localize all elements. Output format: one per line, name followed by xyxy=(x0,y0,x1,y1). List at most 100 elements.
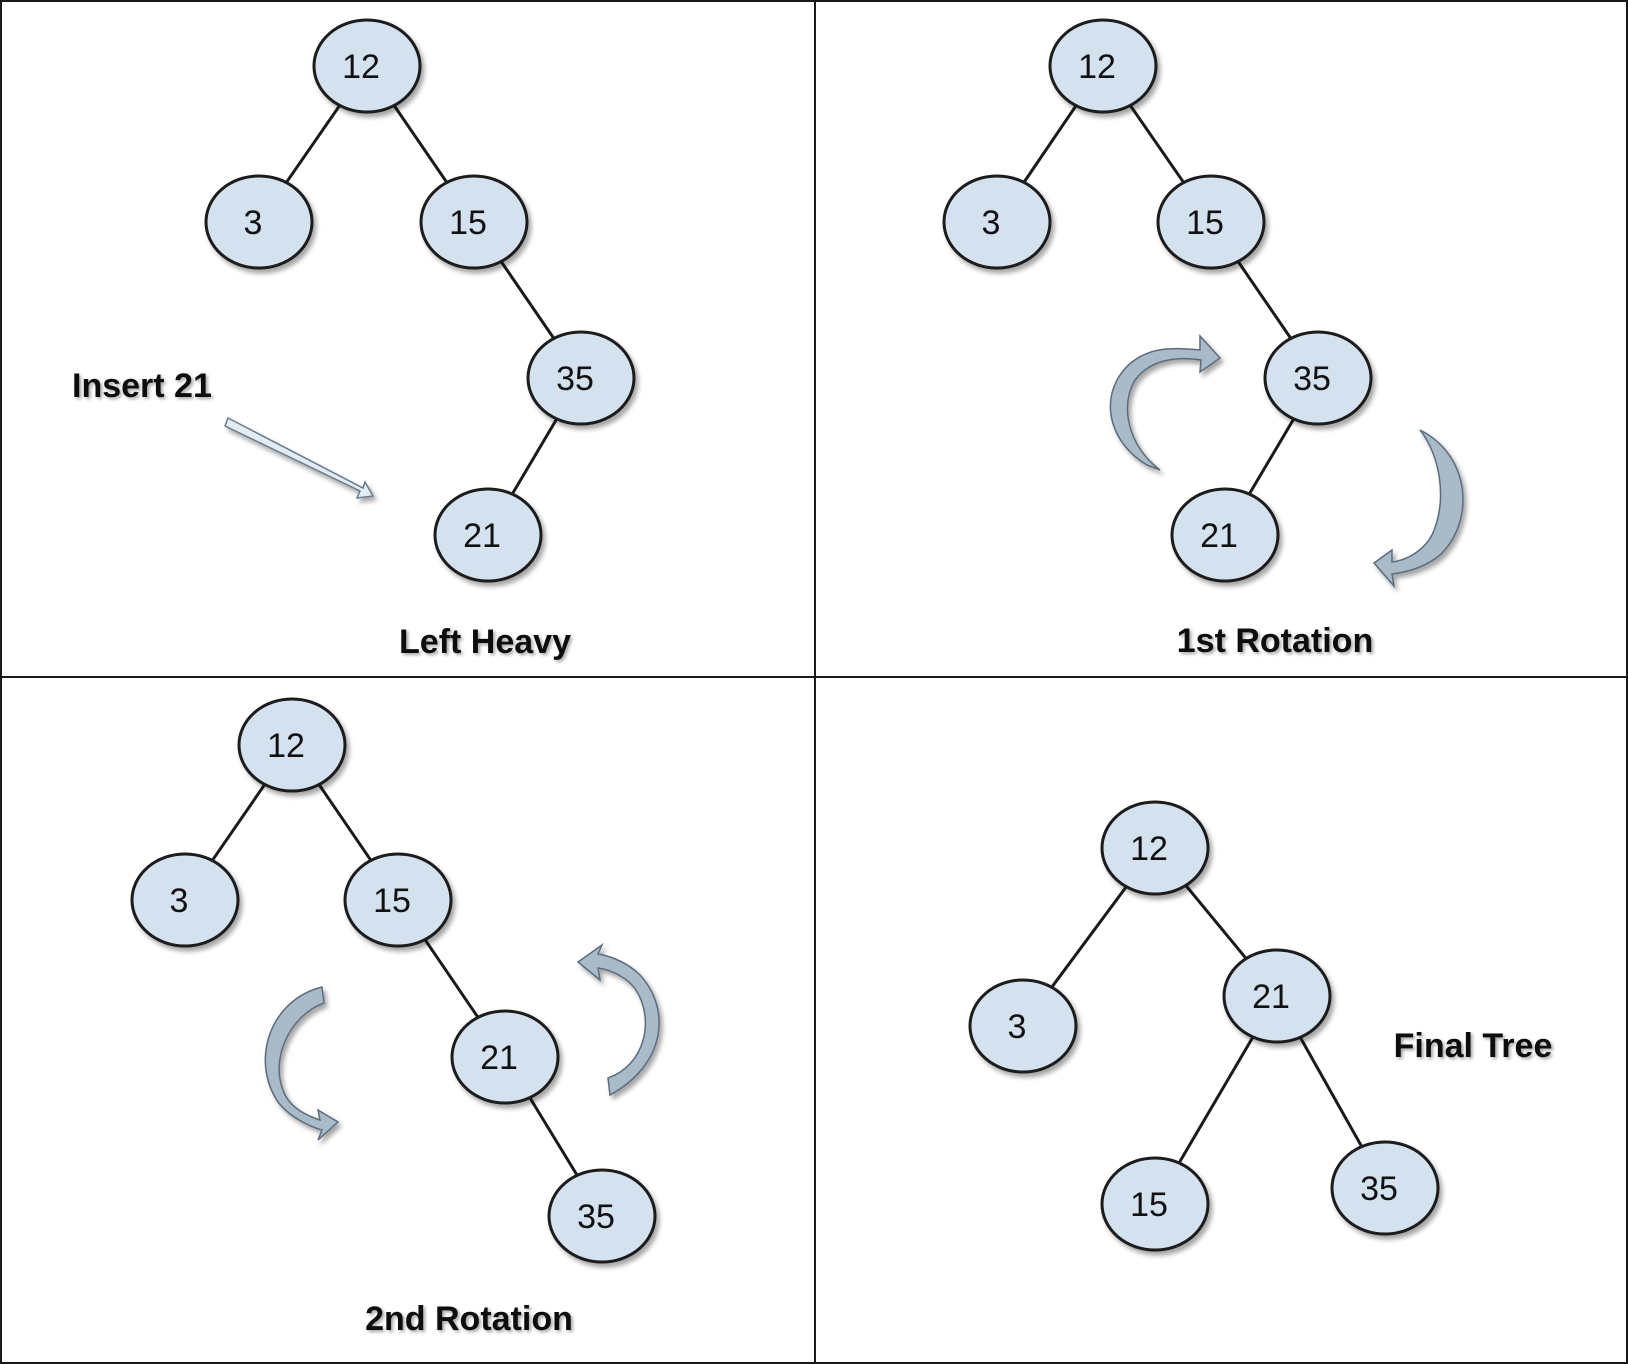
node-circle xyxy=(312,18,422,114)
node-label: 15 xyxy=(1186,204,1224,242)
tree-nodes: 12 3 15 35 21 xyxy=(204,18,636,583)
panel-first-rotation: 12 3 15 35 21 1st Rotation xyxy=(942,18,1464,660)
node-label: 35 xyxy=(1360,1170,1398,1208)
tree-edge-12-3 xyxy=(285,104,341,184)
node-circle xyxy=(1156,174,1266,270)
node-label: 21 xyxy=(1200,517,1238,555)
tree-node-35: 35 xyxy=(547,1168,657,1264)
panel-final-tree: 12 3 21 15 35 Final Tree xyxy=(968,800,1553,1252)
node-label: 21 xyxy=(1252,978,1290,1016)
tree-edge-12-21 xyxy=(1184,884,1248,960)
insert-arrow-icon xyxy=(224,416,375,499)
node-circle xyxy=(1100,800,1210,896)
tree-edge-21-35 xyxy=(528,1096,579,1177)
tree-node-3: 3 xyxy=(204,174,314,270)
node-circle xyxy=(1100,1156,1210,1252)
node-label: 12 xyxy=(1078,48,1116,86)
tree-edge-12-3 xyxy=(1050,885,1128,989)
node-label: 12 xyxy=(1130,830,1168,868)
tree-edges xyxy=(1050,884,1364,1164)
tree-edge-12-3 xyxy=(1022,104,1078,184)
tree-node-15: 15 xyxy=(1156,174,1266,270)
node-label: 35 xyxy=(1293,360,1331,398)
node-circle xyxy=(1263,330,1373,426)
panel-caption: Left Heavy xyxy=(399,623,571,661)
tree-node-21: 21 xyxy=(1222,948,1332,1044)
node-label: 3 xyxy=(170,882,189,920)
tree-node-3: 3 xyxy=(968,978,1078,1074)
tree-node-12: 12 xyxy=(237,697,347,793)
node-circle xyxy=(237,697,347,793)
tree-node-15: 15 xyxy=(419,174,529,270)
tree-edge-12-3 xyxy=(211,783,266,862)
tree-edge-21-35 xyxy=(1298,1036,1364,1148)
node-label: 15 xyxy=(449,204,487,242)
tree-node-21: 21 xyxy=(450,1009,560,1105)
node-circle xyxy=(968,978,1078,1074)
node-circle xyxy=(130,852,240,948)
node-circle xyxy=(526,330,636,426)
tree-node-3: 3 xyxy=(130,852,240,948)
tree-edge-12-15 xyxy=(317,783,373,862)
tree-node-3: 3 xyxy=(942,174,1052,270)
node-label: 3 xyxy=(982,204,1001,242)
node-label: 15 xyxy=(373,882,411,920)
tree-node-35: 35 xyxy=(1263,330,1373,426)
node-circle xyxy=(419,174,529,270)
node-label: 12 xyxy=(267,727,305,765)
node-label: 3 xyxy=(1008,1008,1027,1046)
node-label: 3 xyxy=(244,204,263,242)
node-circle xyxy=(1048,18,1158,114)
tree-edges xyxy=(1022,104,1296,495)
tree-node-15: 15 xyxy=(343,852,453,948)
insert-annotation: Insert 21 xyxy=(72,367,212,405)
node-label: 12 xyxy=(342,48,380,86)
panel-caption: 2nd Rotation xyxy=(365,1300,573,1338)
node-label: 21 xyxy=(480,1039,518,1077)
panel-left-heavy: 12 3 15 35 21 Insert 21 Left Heavy xyxy=(72,18,636,661)
panel-caption: Final Tree xyxy=(1394,1027,1553,1065)
tree-node-12: 12 xyxy=(312,18,422,114)
tree-edge-12-15 xyxy=(392,104,449,184)
rotate-down-left-arrow-icon xyxy=(264,986,340,1141)
node-circle xyxy=(547,1168,657,1264)
rotate-up-right-arrow-icon xyxy=(576,942,660,1097)
tree-nodes: 12 3 21 15 35 xyxy=(968,800,1440,1252)
node-circle xyxy=(1222,948,1332,1044)
rotate-up-arrow-icon xyxy=(1109,334,1222,471)
tree-nodes: 12 3 15 35 21 xyxy=(942,18,1373,583)
tree-node-12: 12 xyxy=(1048,18,1158,114)
node-circle xyxy=(942,174,1052,270)
tree-edges xyxy=(211,783,579,1177)
tree-node-35: 35 xyxy=(526,330,636,426)
tree-node-21: 21 xyxy=(1170,487,1280,583)
tree-edge-15-35 xyxy=(1236,260,1293,340)
tree-node-35: 35 xyxy=(1330,1140,1440,1236)
node-label: 35 xyxy=(577,1198,615,1236)
node-label: 15 xyxy=(1130,1186,1168,1224)
tree-node-15: 15 xyxy=(1100,1156,1210,1252)
node-label: 21 xyxy=(463,517,501,555)
panel-second-rotation: 12 3 15 21 35 2nd Rotation xyxy=(130,697,660,1338)
tree-node-12: 12 xyxy=(1100,800,1210,896)
tree-node-21: 21 xyxy=(433,487,543,583)
tree-edge-15-21 xyxy=(423,938,480,1019)
node-circle xyxy=(343,852,453,948)
tree-edge-35-21 xyxy=(1247,418,1296,495)
node-circle xyxy=(204,174,314,270)
tree-nodes: 12 3 15 21 35 xyxy=(130,697,657,1264)
tree-edge-12-15 xyxy=(1129,104,1185,184)
node-circle xyxy=(1170,487,1280,583)
node-circle xyxy=(433,487,543,583)
tree-edge-15-35 xyxy=(499,260,556,340)
tree-edges xyxy=(285,104,559,495)
node-circle xyxy=(450,1009,560,1105)
node-circle xyxy=(1330,1140,1440,1236)
panel-caption: 1st Rotation xyxy=(1177,622,1373,660)
tree-edge-21-15 xyxy=(1177,1036,1255,1164)
tree-edge-35-21 xyxy=(510,418,559,495)
rotate-down-arrow-icon xyxy=(1372,429,1464,589)
node-label: 35 xyxy=(556,360,594,398)
